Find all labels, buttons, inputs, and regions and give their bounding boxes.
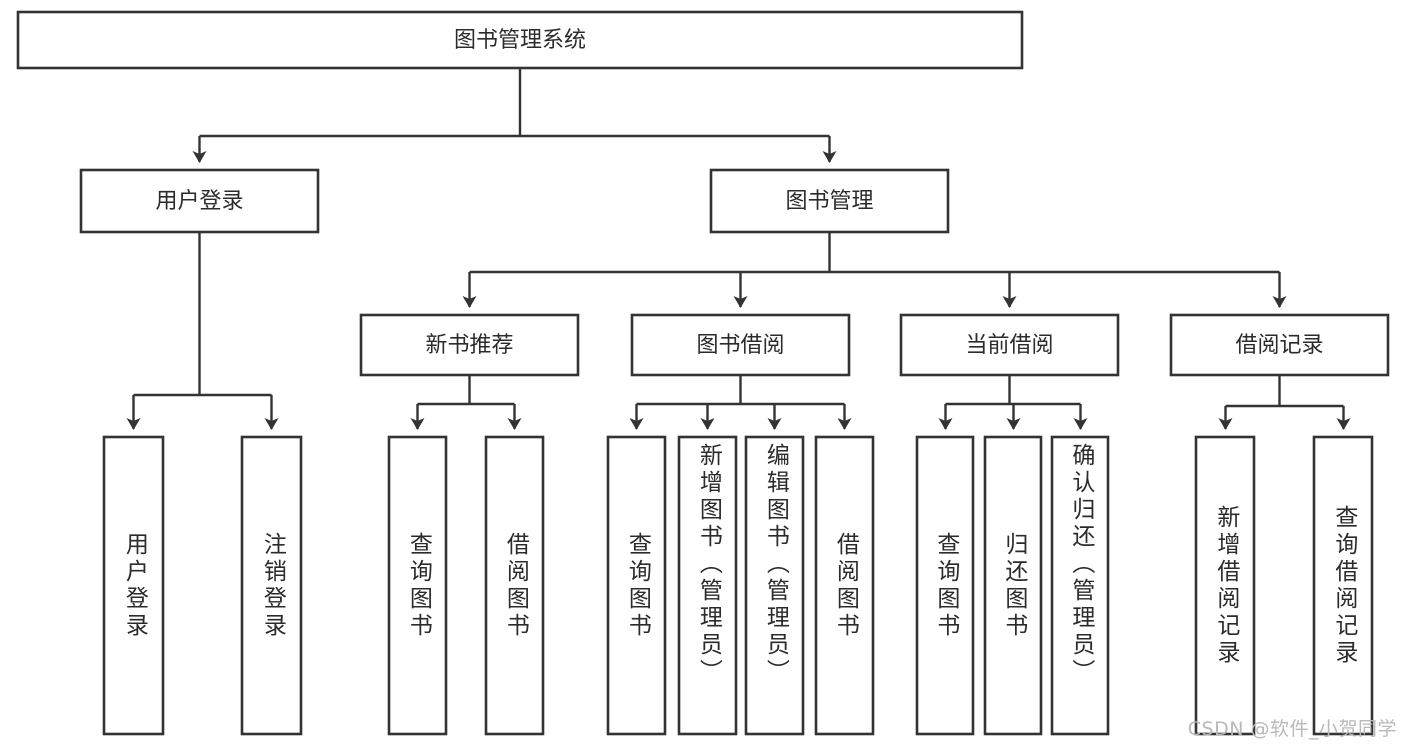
node-leaf-borrow-book-1-box[interactable] [484,435,545,736]
node-root-box[interactable] [16,10,1024,70]
node-user-login[interactable]: 用户登录 [79,168,320,234]
connector-group-current-borrow [938,375,1088,430]
node-current-borrow-box[interactable] [899,313,1120,377]
watermark-text: CSDN @软件_小贺同学 [1187,718,1397,740]
node-leaf-add-record-box[interactable] [1194,435,1256,736]
node-borrow-record[interactable]: 借阅记录 [1169,313,1390,377]
node-new-book-rec[interactable]: 新书推荐 [359,313,580,377]
node-current-borrow-label: 当前借阅 [965,333,1053,358]
node-leaf-query-book-3-box[interactable] [915,435,975,736]
node-new-book-rec-box[interactable] [359,313,580,377]
connector-group-user-login [126,232,279,430]
node-leaf-query-record-box[interactable] [1312,435,1374,736]
node-new-book-rec-label: 新书推荐 [425,333,513,358]
node-book-manage-label: 图书管理 [785,189,873,214]
node-book-manage[interactable]: 图书管理 [709,168,950,234]
node-book-borrow[interactable]: 图书借阅 [630,313,851,377]
node-root[interactable]: 图书管理系统 [16,10,1024,70]
node-leaf-user-login-box[interactable] [102,435,165,736]
node-leaf-logout-box[interactable] [240,435,303,736]
node-leaf-query-book-2-box[interactable] [606,435,667,736]
node-root-label: 图书管理系统 [454,28,586,53]
node-leaf-return-book-box[interactable] [983,435,1043,736]
connector-group-new-book-rec [410,375,522,430]
node-user-login-label: 用户登录 [155,189,243,214]
node-borrow-record-box[interactable] [1169,313,1390,377]
node-book-manage-box[interactable] [709,168,950,234]
node-book-borrow-box[interactable] [630,313,851,377]
node-current-borrow[interactable]: 当前借阅 [899,313,1120,377]
connector-group-book-manage [462,232,1287,308]
node-leaf-query-book-1-box[interactable] [387,435,448,736]
node-borrow-record-label: 借阅记录 [1235,333,1323,358]
node-leaf-add-book-box[interactable] [677,435,738,736]
connector-group-borrow-record [1218,375,1351,430]
connector-group-book-borrow [629,375,852,430]
node-user-login-box[interactable] [79,168,320,234]
node-leaf-confirm-return-box[interactable] [1050,435,1110,736]
node-leaf-edit-book-box[interactable] [744,435,805,736]
node-book-borrow-label: 图书借阅 [696,333,784,358]
node-leaf-borrow-book-2-box[interactable] [814,435,875,736]
connector-group-root [192,68,837,163]
